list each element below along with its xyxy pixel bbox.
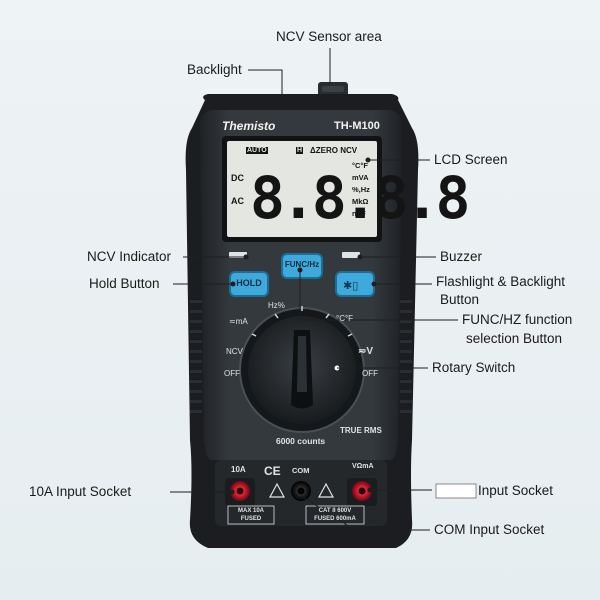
callout-flashlight-line1: Flashlight & Backlight [436, 274, 566, 289]
func-button-label[interactable]: FUNC/Hz [284, 260, 320, 269]
callout-input-socket: Input Socket [478, 483, 554, 498]
func-button [281, 253, 323, 279]
dial-label-ma: ≂mA [229, 317, 248, 326]
dial-label-ncv: NCV [226, 347, 243, 356]
ce-mark: CE [264, 464, 281, 478]
socket-com-label: COM [292, 466, 310, 475]
input-label-box [435, 483, 477, 499]
lcd-dc: DC [231, 173, 244, 183]
lcd-unit: nμF [352, 209, 366, 218]
socket-left-fuse: MAX 10A FUSED [237, 508, 264, 522]
true-rms-label: TRUE RMS [340, 426, 382, 435]
hold-button-label[interactable]: HOLD [236, 278, 262, 288]
warning-icon [268, 482, 286, 498]
lcd-hold-indicator: H [296, 147, 304, 154]
warning-icon [317, 482, 335, 498]
dial-label-off-right: OFF [362, 369, 378, 378]
callout-func-line1: FUNC/HZ function [462, 312, 573, 327]
callout-hold-button: Hold Button [89, 276, 160, 291]
lcd-unit: °C°F [352, 161, 368, 170]
lcd-units: °C°F mVA %,Hz MkΩ nμF [352, 160, 370, 220]
brand-logo: Themisto [222, 119, 276, 133]
lcd-auto-label: AUTO [246, 147, 268, 154]
lcd-unit: mVA [352, 173, 369, 182]
callout-10a-socket: 10A Input Socket [29, 484, 132, 499]
dial-label-v: ≂V [358, 346, 374, 357]
lcd-zero-ncv: ΔZERO NCV [310, 146, 358, 155]
socket-right-label: VΩmA [352, 463, 374, 470]
dial-label-off-left: OFF [224, 369, 240, 378]
lcd-digits: 8.8.8.8 [250, 164, 468, 232]
callout-flashlight-line2: Button [440, 292, 480, 307]
counts-label: 6000 counts [276, 436, 326, 446]
callout-rotary-switch: Rotary Switch [432, 360, 516, 375]
socket-10a-label: 10A [231, 465, 246, 474]
callout-ncv-indicator: NCV Indicator [87, 249, 172, 264]
socket-right-fuse: CAT II 600V FUSED 600mA [314, 508, 356, 522]
callout-lcd-screen: LCD Screen [434, 152, 508, 167]
callout-func-line2: selection Button [466, 331, 563, 346]
callout-backlight: Backlight [187, 62, 242, 77]
flashlight-icon: ✱▯ [343, 279, 358, 292]
buzzer-symbol [342, 252, 360, 258]
callout-com-socket: COM Input Socket [434, 522, 545, 537]
lcd-screen [227, 141, 377, 237]
callout-ncv-sensor: NCV Sensor area [276, 29, 382, 44]
lcd-ac: AC [231, 196, 244, 206]
model-label: TH-M100 [334, 120, 380, 132]
lcd-unit: MkΩ [352, 197, 369, 206]
callout-buzzer: Buzzer [440, 249, 483, 264]
dial-label-hz: Hz% [268, 301, 285, 310]
lcd-unit: %,Hz [352, 185, 370, 194]
dial-label-temp: °C°F [336, 314, 354, 323]
